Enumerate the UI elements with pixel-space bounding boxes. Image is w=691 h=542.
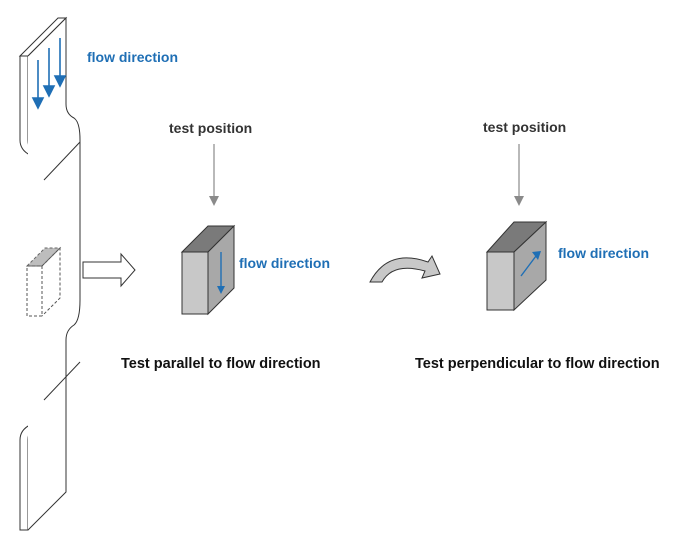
sample-block-parallel bbox=[180, 224, 236, 316]
block2-front bbox=[486, 251, 515, 311]
transition-arrow-icon bbox=[82, 252, 136, 288]
block1-front bbox=[181, 251, 209, 315]
test-position-arrow-2 bbox=[514, 144, 524, 206]
block2-side bbox=[513, 220, 547, 312]
rotation-arrow-icon bbox=[369, 254, 441, 283]
test-position-arrow-1 bbox=[209, 144, 219, 206]
flow-direction-label-specimen: flow direction bbox=[87, 49, 178, 65]
specimen-side bbox=[27, 16, 81, 531]
cutout-side bbox=[41, 246, 61, 317]
flow-direction-label-block2: flow direction bbox=[558, 245, 649, 261]
caption-perpendicular: Test perpendicular to flow direction bbox=[415, 356, 660, 372]
tensile-specimen bbox=[18, 16, 81, 531]
caption-parallel: Test parallel to flow direction bbox=[121, 356, 321, 372]
sample-cutout bbox=[25, 246, 62, 317]
specimen-flow-arrows bbox=[31, 38, 67, 110]
test-position-label-2: test position bbox=[483, 119, 567, 135]
test-position-label-1: test position bbox=[169, 120, 253, 136]
sample-block-perpendicular bbox=[485, 220, 548, 312]
flow-direction-label-block1: flow direction bbox=[239, 255, 330, 271]
